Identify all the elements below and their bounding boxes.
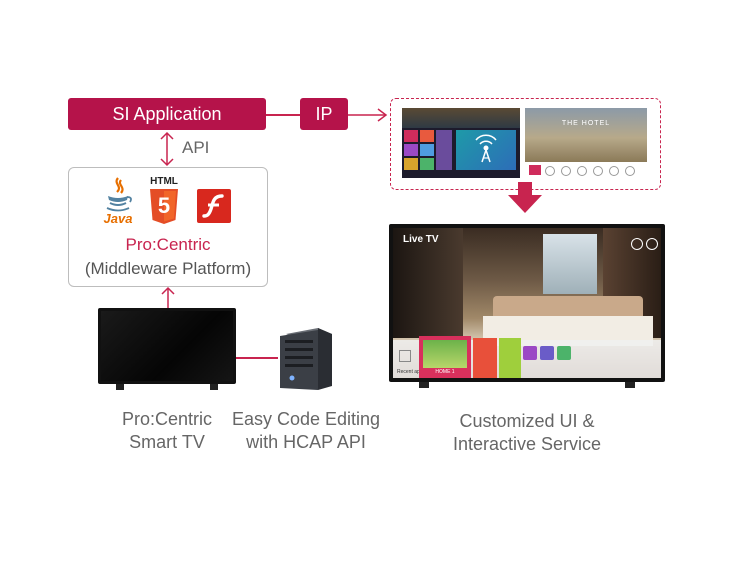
customized-ui-tv: Live TV Recent ap HOME 1 [389, 224, 665, 388]
platform-label: (Middleware Platform) [84, 259, 252, 278]
html-label: HTML [150, 176, 178, 187]
java-label: Java [103, 211, 133, 226]
preview-hotel-screen: THE HOTEL [525, 108, 647, 178]
tile-purple [523, 346, 537, 360]
product-name: Pro:Centric [125, 235, 211, 254]
code-editing-caption: Easy Code Editing with HCAP API [228, 408, 384, 454]
tile-violet [540, 346, 554, 360]
server-caption-line2: with HCAP API [246, 432, 366, 452]
tv-caption-line1: Pro:Centric [121, 409, 213, 429]
hotel-title: THE HOTEL [561, 120, 611, 127]
connector-si-ip [266, 114, 300, 116]
home-icon [399, 350, 411, 362]
tile-orange [473, 338, 497, 378]
server-caption-line1: Easy Code Editing [231, 409, 381, 429]
ui-caption-line2: Interactive Service [452, 434, 602, 454]
api-label: API [182, 138, 210, 157]
power-icon [631, 238, 643, 250]
html5-icon: HTML 5 [147, 176, 181, 228]
tile-green [499, 338, 521, 378]
si-application-box: SI Application [68, 98, 266, 130]
html5-number: 5 [157, 193, 171, 218]
api-double-arrow [160, 131, 174, 167]
preview-menu-screen [402, 108, 520, 178]
home-tile-label: HOME 1 [435, 369, 455, 375]
ip-arrow [348, 108, 388, 122]
live-tv-label: Live TV [403, 234, 439, 245]
tv-to-middleware-arrow [161, 286, 175, 310]
ip-box: IP [300, 98, 348, 130]
java-icon: Java [101, 176, 135, 226]
procentric-tv-icon [98, 308, 236, 390]
down-arrow [508, 182, 542, 213]
hotel-room-screen: Live TV Recent ap HOME 1 [393, 228, 661, 378]
procentric-tv-caption: Pro:Centric Smart TV [98, 408, 236, 454]
settings-icon [646, 238, 658, 250]
ui-caption-line1: Customized UI & [459, 411, 595, 431]
si-application-label: SI Application [112, 103, 222, 124]
middleware-platform-box: Java HTML 5 Pro:Centric (Middleware Plat… [68, 167, 268, 287]
wifi-icon [456, 130, 516, 170]
tv-caption-line2: Smart TV [129, 432, 205, 452]
flash-icon [197, 189, 231, 223]
ip-label: IP [315, 103, 333, 124]
customized-ui-caption: Customized UI & Interactive Service [432, 410, 622, 456]
connector-tv-server [236, 357, 278, 359]
recent-label: Recent ap [397, 369, 420, 375]
tile-teal [557, 346, 571, 360]
server-icon [278, 326, 334, 392]
